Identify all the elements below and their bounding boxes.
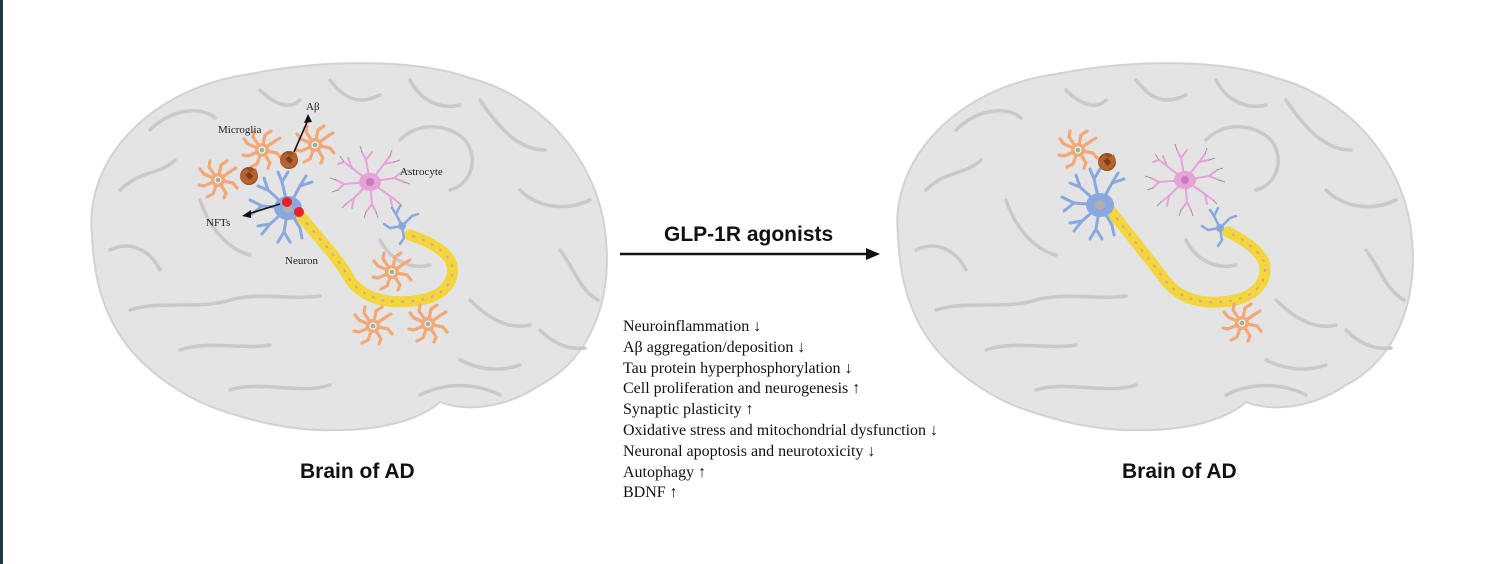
effects-list: Neuroinflammation ↓ Aβ aggregation/depos… bbox=[623, 317, 938, 504]
effect-item: Neuronal apoptosis and neurotoxicity ↓ bbox=[623, 442, 876, 460]
left-axon bbox=[294, 209, 458, 308]
left-brain-outline bbox=[90, 62, 608, 432]
label-abeta: Aβ bbox=[306, 101, 320, 113]
left-annotation-arrows bbox=[242, 114, 312, 218]
left-nft-dot bbox=[294, 207, 304, 217]
left-plaque bbox=[280, 151, 298, 169]
left-nft-dot bbox=[282, 197, 292, 207]
effect-item: Oxidative stress and mitochondrial dysfu… bbox=[623, 421, 939, 439]
treatment-arrow bbox=[620, 248, 880, 260]
label-astrocyte: Astrocyte bbox=[400, 166, 443, 178]
left-brain-folds bbox=[108, 78, 600, 397]
right-caption: Brain of AD bbox=[1122, 460, 1237, 483]
effect-item: Synaptic plasticity ↑ bbox=[623, 401, 754, 419]
label-microglia: Microglia bbox=[218, 124, 262, 136]
effect-item: Neuroinflammation ↓ bbox=[623, 318, 762, 335]
left-plaque bbox=[240, 167, 258, 185]
right-brain-outline bbox=[896, 62, 1414, 432]
effect-item: Aβ aggregation/deposition ↓ bbox=[623, 338, 806, 356]
left-brain bbox=[90, 62, 608, 432]
right-plaque bbox=[1098, 153, 1116, 171]
treatment-label: GLP-1R agonists bbox=[664, 223, 834, 246]
right-brain bbox=[896, 62, 1414, 432]
effect-item: Tau protein hyperphosphorylation ↓ bbox=[623, 359, 853, 377]
right-brain-folds bbox=[914, 78, 1406, 397]
right-axon bbox=[1104, 204, 1271, 308]
effect-item: Cell proliferation and neurogenesis ↑ bbox=[623, 380, 861, 398]
effect-item: BDNF ↑ bbox=[623, 484, 678, 502]
effect-item: Autophagy ↑ bbox=[623, 463, 707, 481]
label-neuron: Neuron bbox=[285, 255, 318, 267]
frame-edge bbox=[0, 0, 3, 564]
label-nfts: NFTs bbox=[206, 217, 231, 229]
left-caption: Brain of AD bbox=[300, 460, 415, 483]
